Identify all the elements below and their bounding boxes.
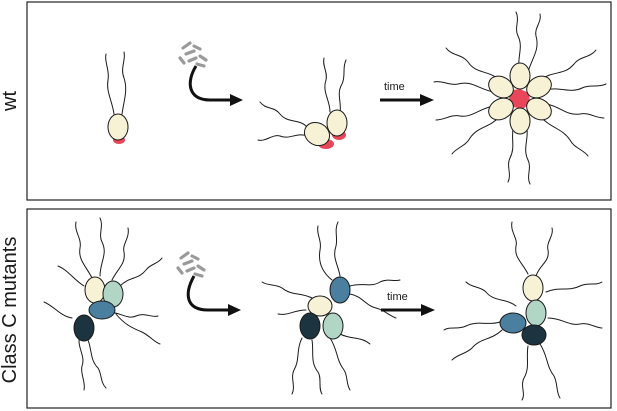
panel-class-c-label: Class C mutants — [0, 237, 21, 384]
time-label: time — [384, 81, 405, 93]
cell — [509, 62, 531, 90]
rosette-wt — [433, 11, 607, 185]
panel-wt-label: wt — [0, 91, 21, 112]
flagella — [433, 11, 607, 185]
flagellum-icon — [121, 51, 127, 115]
arrow-icon — [380, 94, 434, 106]
cell — [525, 299, 547, 327]
cell — [509, 107, 531, 135]
cell — [88, 300, 116, 320]
time-label: time — [387, 291, 408, 303]
cell — [299, 312, 321, 340]
cell — [526, 75, 552, 99]
cell — [488, 97, 514, 121]
cell — [522, 274, 544, 302]
holdfast — [509, 89, 530, 109]
two-cells — [257, 57, 348, 149]
single-cell — [105, 51, 129, 144]
cell — [326, 109, 348, 137]
cell — [73, 314, 95, 342]
mutant-aggregate — [261, 221, 401, 395]
cell — [521, 324, 547, 346]
cell — [488, 75, 514, 99]
arrow-icon — [186, 275, 241, 316]
polysaccharide-fragment-icon — [176, 251, 206, 278]
arrow-icon — [381, 304, 435, 316]
cell — [499, 312, 527, 334]
cell — [84, 276, 106, 304]
panel-class-c: Class C mutants — [0, 208, 612, 409]
polysaccharide-fragment-icon — [178, 41, 208, 68]
panel-wt: wt — [0, 1, 612, 201]
mutant-cross — [443, 221, 603, 401]
cell — [303, 121, 331, 147]
flagellum-icon — [105, 53, 115, 115]
cell — [322, 312, 344, 340]
cell — [329, 276, 351, 304]
mutant-cluster — [43, 217, 163, 391]
cell — [526, 97, 552, 121]
cell — [107, 113, 129, 141]
cell — [307, 295, 333, 317]
arrow-icon — [188, 65, 243, 106]
